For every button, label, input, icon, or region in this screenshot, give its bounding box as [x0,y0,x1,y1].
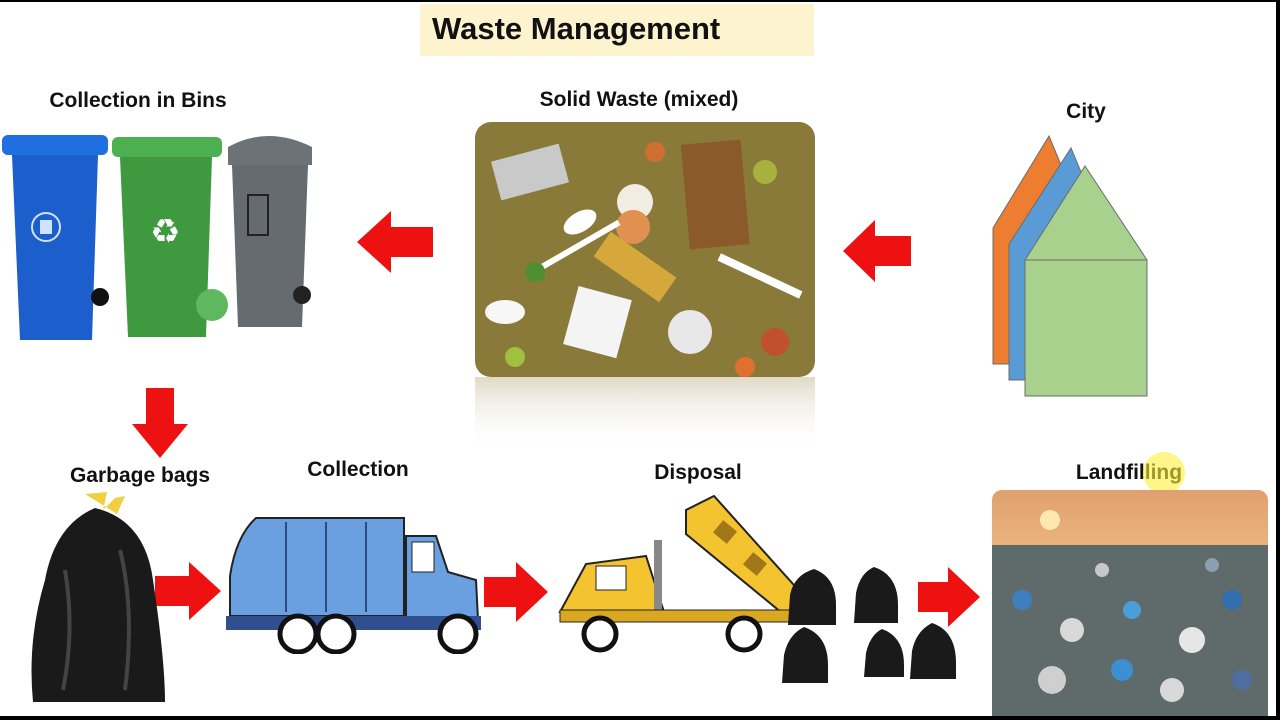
frame-right-edge [1276,0,1280,720]
dump-truck-illustration [558,494,804,653]
landfill-photo [992,490,1268,716]
garbage-bag-illustration [31,492,165,702]
label-city: City [1066,100,1106,123]
gray-bin [228,136,312,327]
frame-top-edge [0,0,1280,2]
arrow-bins-to-bags [132,388,188,458]
page-title: Waste Management [420,4,814,56]
label-disposal: Disposal [654,461,742,484]
dumped-bags-illustration [782,567,956,683]
label-solid-waste: Solid Waste (mixed) [539,88,739,111]
svg-text:♻: ♻ [150,212,180,252]
arrow-city-to-waste [843,220,911,282]
arrow-bags-to-collection [155,562,221,620]
city-houses-illustration [992,134,1148,397]
arrow-disposal-to-landfill [918,567,980,627]
garbage-truck-illustration [226,517,481,654]
solid-waste-image [475,122,815,452]
waste-bins-illustration: ♻ [2,135,312,340]
arrow-waste-to-bins [357,211,433,273]
frame-bottom-edge [0,716,1280,720]
green-bin: ♻ [112,137,228,337]
cursor-highlight [1143,452,1185,494]
arrow-collection-to-disposal [484,562,548,622]
label-garbage-bags: Garbage bags [69,464,211,487]
label-collection: Collection [307,458,409,481]
blue-bin [2,135,109,340]
label-collection-in-bins: Collection in Bins [49,89,227,112]
